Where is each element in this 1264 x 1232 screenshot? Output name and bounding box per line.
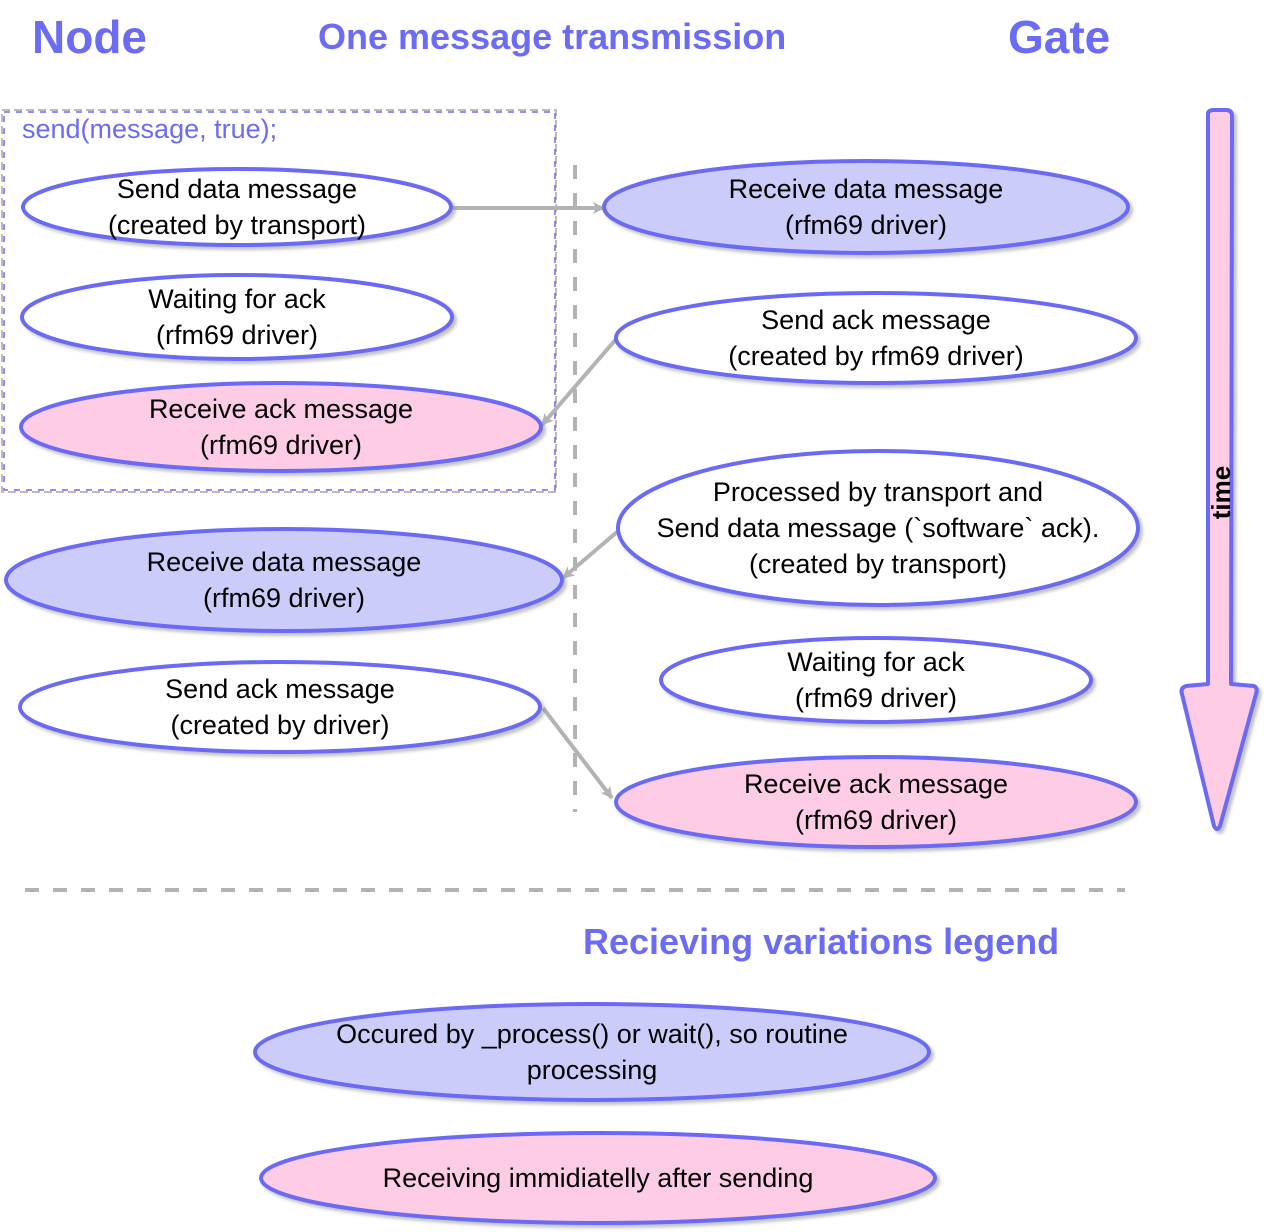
- legend-routine-processing: Occured by _process() or wait(), so rout…: [255, 1004, 929, 1100]
- state-node-wait-ack-line: (rfm69 driver): [155, 320, 318, 350]
- message-arrow-gate-send-ack-to-node-recv-ack: [540, 336, 619, 427]
- state-gate-wait-ack-line: (rfm69 driver): [794, 683, 957, 713]
- state-gate-recv-ack: Receive ack message (rfm69 driver): [616, 757, 1136, 847]
- send-call-scope-box: [1, 109, 557, 493]
- send-call-scope-inner: [3, 111, 556, 491]
- state-node-wait-ack: Waiting for ack (rfm69 driver): [22, 275, 452, 359]
- state-gate-recv-ack-line: (rfm69 driver): [794, 805, 957, 835]
- state-node-wait-ack-shape: [20, 273, 454, 361]
- state-node-recv-data: Receive data message (rfm69 driver): [6, 529, 562, 631]
- state-node-send-ack-line: (created by driver): [170, 710, 390, 740]
- state-node-recv-ack-line: Receive ack message: [148, 394, 414, 424]
- state-gate-send-ack-line: (created by rfm69 driver): [728, 341, 1024, 371]
- state-node-recv-ack-shape: [19, 381, 543, 473]
- state-gate-send-ack-line: Send ack message: [761, 305, 991, 335]
- state-node-wait-ack-line: Waiting for ack: [148, 284, 326, 314]
- time-arrow-icon: [1179, 108, 1259, 831]
- state-gate-recv-ack-line: Receive ack message: [743, 769, 1009, 799]
- state-node-send-data: Send data message (created by transport): [23, 169, 451, 245]
- legend-immediate-receive-line: Receiving immidiatelly after sending: [382, 1163, 814, 1193]
- state-node-send-data-line: (created by transport): [107, 210, 367, 240]
- time-axis-label: time: [1202, 452, 1242, 532]
- state-gate-wait-ack: Waiting for ack (rfm69 driver): [661, 638, 1091, 722]
- state-gate-wait-ack-shape: [659, 636, 1093, 724]
- state-node-send-ack: Send ack message (created by driver): [20, 662, 540, 752]
- legend-routine-processing-shape: [253, 1002, 931, 1102]
- send-call-label: send(message, true);: [22, 114, 278, 144]
- state-gate-processed-line: Processed by transport and: [712, 477, 1044, 507]
- gate-column-header: Gate: [1008, 11, 1111, 63]
- state-gate-recv-data: Receive data message (rfm69 driver): [604, 161, 1128, 253]
- diagram-title: One message transmission: [318, 16, 787, 57]
- state-node-recv-data-line: (rfm69 driver): [202, 583, 365, 613]
- legend-immediate-receive-shape: [259, 1131, 937, 1225]
- state-gate-processed-shape: [616, 449, 1140, 607]
- time-label-text: time: [1206, 465, 1237, 519]
- state-node-recv-ack: Receive ack message (rfm69 driver): [21, 383, 541, 471]
- legend-routine-processing-line: processing: [526, 1055, 658, 1085]
- legend-title: Recieving variations legend: [583, 921, 1060, 962]
- state-node-send-data-line: Send data message: [116, 174, 358, 204]
- state-node-recv-data-line: Receive data message: [146, 547, 422, 577]
- legend-immediate-receive: Receiving immidiatelly after sending: [261, 1133, 935, 1223]
- state-node-recv-ack-line: (rfm69 driver): [199, 430, 362, 460]
- state-node-send-data-shape: [21, 167, 453, 247]
- state-gate-processed-line: (created by transport): [748, 549, 1008, 579]
- node-column-header: Node: [32, 11, 147, 63]
- legend-routine-processing-line: Occured by _process() or wait(), so rout…: [336, 1019, 848, 1049]
- message-arrow-gate-processed-to-node-recv-data: [561, 530, 619, 580]
- state-gate-send-ack: Send ack message (created by rfm69 driver…: [616, 293, 1136, 383]
- message-arrow-node-send-ack-to-gate-recv-ack: [541, 706, 614, 800]
- state-node-send-ack-line: Send ack message: [165, 674, 395, 704]
- state-gate-recv-ack-shape: [614, 755, 1138, 849]
- state-gate-send-ack-shape: [614, 291, 1138, 385]
- state-gate-recv-data-line: (rfm69 driver): [784, 210, 947, 240]
- state-gate-processed-line: Send data message (`software` ack).: [656, 513, 1100, 543]
- state-node-send-ack-shape: [18, 660, 542, 754]
- state-node-recv-data-shape: [4, 527, 564, 633]
- state-gate-recv-data-line: Receive data message: [728, 174, 1004, 204]
- state-gate-recv-data-shape: [602, 159, 1130, 255]
- state-gate-wait-ack-line: Waiting for ack: [787, 647, 965, 677]
